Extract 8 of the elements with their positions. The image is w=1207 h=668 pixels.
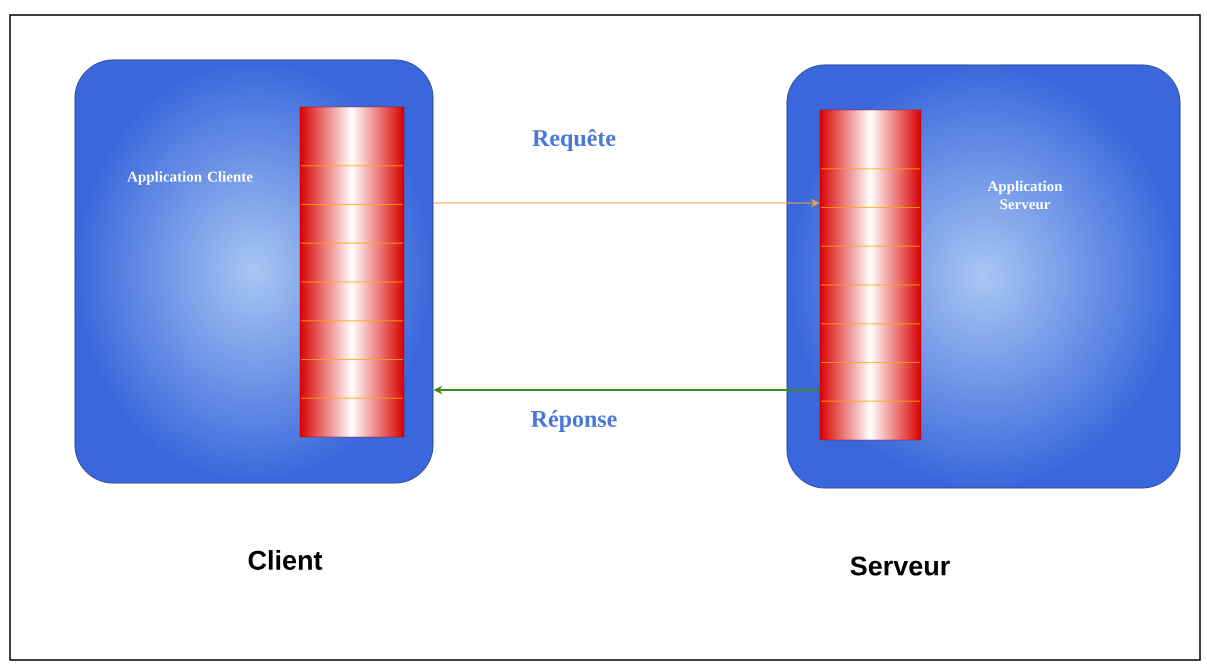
edge-label: Requête bbox=[532, 129, 616, 151]
caption-label: Client bbox=[248, 550, 323, 570]
application-box: Application Cliente bbox=[74, 59, 434, 484]
caption-label: Serveur bbox=[850, 556, 950, 576]
edge-label: Réponse bbox=[531, 410, 617, 432]
application-box: Application Serveur bbox=[786, 64, 1181, 489]
bar bbox=[819, 109, 922, 441]
bar bbox=[299, 106, 405, 438]
